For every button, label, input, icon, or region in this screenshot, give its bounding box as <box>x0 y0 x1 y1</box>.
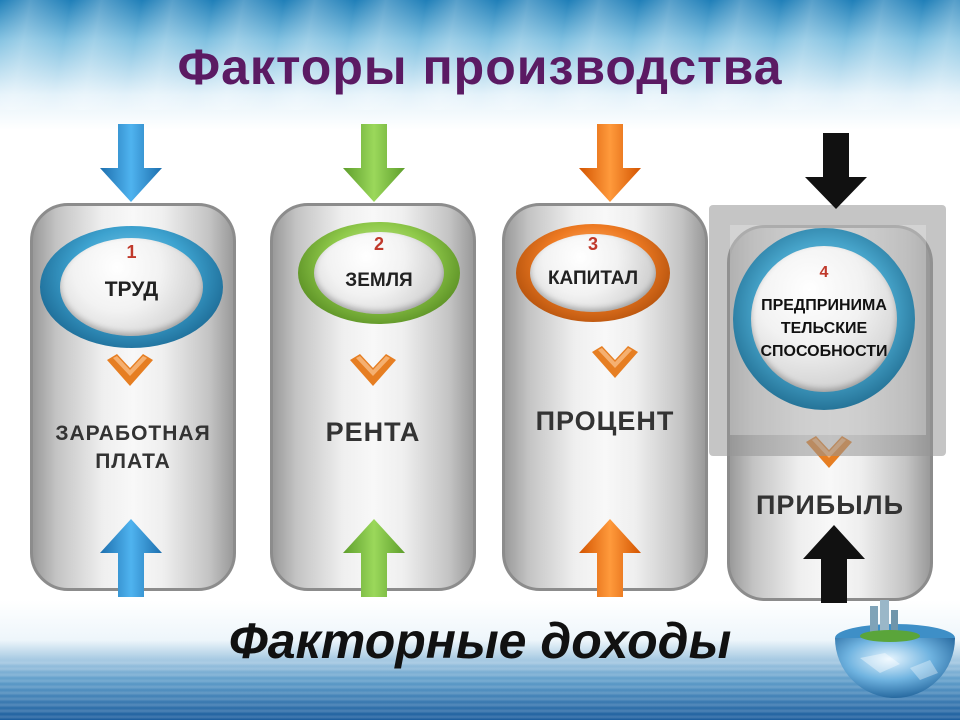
income-line: ПЛАТА <box>95 450 171 473</box>
down-arrow-orange-icon <box>579 124 641 202</box>
factor-ring-labor: 1 ТРУД <box>40 226 223 348</box>
up-arrow-orange-icon <box>579 519 641 597</box>
factor-name: ТРУД <box>104 278 159 301</box>
factor-number: 1 <box>126 242 137 262</box>
globe-icon <box>835 600 955 698</box>
up-arrow-blue-icon <box>100 519 162 597</box>
factor-name: КАПИТАЛ <box>547 268 639 289</box>
income-line: ПРОЦЕНТ <box>535 406 675 436</box>
factor-number: 2 <box>373 234 384 254</box>
chevron-down-icon <box>107 354 153 386</box>
chevron-down-icon <box>350 354 396 386</box>
income-label: ПРОЦЕНТ <box>502 406 708 437</box>
income-label: РЕНТА <box>270 417 476 448</box>
factor-name: ПРЕДПРИНИМА ТЕЛЬСКИЕ СПОСОБНОСТИ <box>733 294 915 363</box>
down-arrow-black-icon <box>805 133 867 209</box>
up-arrow-green-icon <box>343 519 405 597</box>
income-line: ПРИБЫЛЬ <box>755 490 904 520</box>
footer-title: Факторные доходы <box>228 613 732 669</box>
income-line: ЗАРАБОТНАЯ <box>55 422 211 445</box>
chevron-down-icon <box>592 346 638 378</box>
income-line: РЕНТА <box>325 417 421 447</box>
income-label: ЗАРАБОТНАЯ ПЛАТА <box>30 420 236 476</box>
factor-name-line: СПОСОБНОСТИ <box>760 343 888 360</box>
factor-ring-land: 2 ЗЕМЛЯ <box>298 222 460 324</box>
factor-ring-capital: 3 КАПИТАЛ <box>516 224 670 322</box>
factor-number: 4 <box>819 264 829 281</box>
sea-background <box>0 660 960 720</box>
up-arrow-black-icon <box>803 525 865 603</box>
factor-name: ЗЕМЛЯ <box>345 270 413 291</box>
income-label: ПРИБЫЛЬ <box>727 490 933 521</box>
factor-name-line: ТЕЛЬСКИЕ <box>780 320 868 337</box>
factor-number: 3 <box>587 234 598 254</box>
factor-name-line: ПРЕДПРИНИМА <box>761 297 887 314</box>
factor-ring-entrepreneurship: 4 ПРЕДПРИНИМА ТЕЛЬСКИЕ СПОСОБНОСТИ <box>733 228 915 410</box>
down-arrow-blue-icon <box>100 124 162 202</box>
slide-title: Факторы производства <box>177 39 783 95</box>
down-arrow-green-icon <box>343 124 405 202</box>
